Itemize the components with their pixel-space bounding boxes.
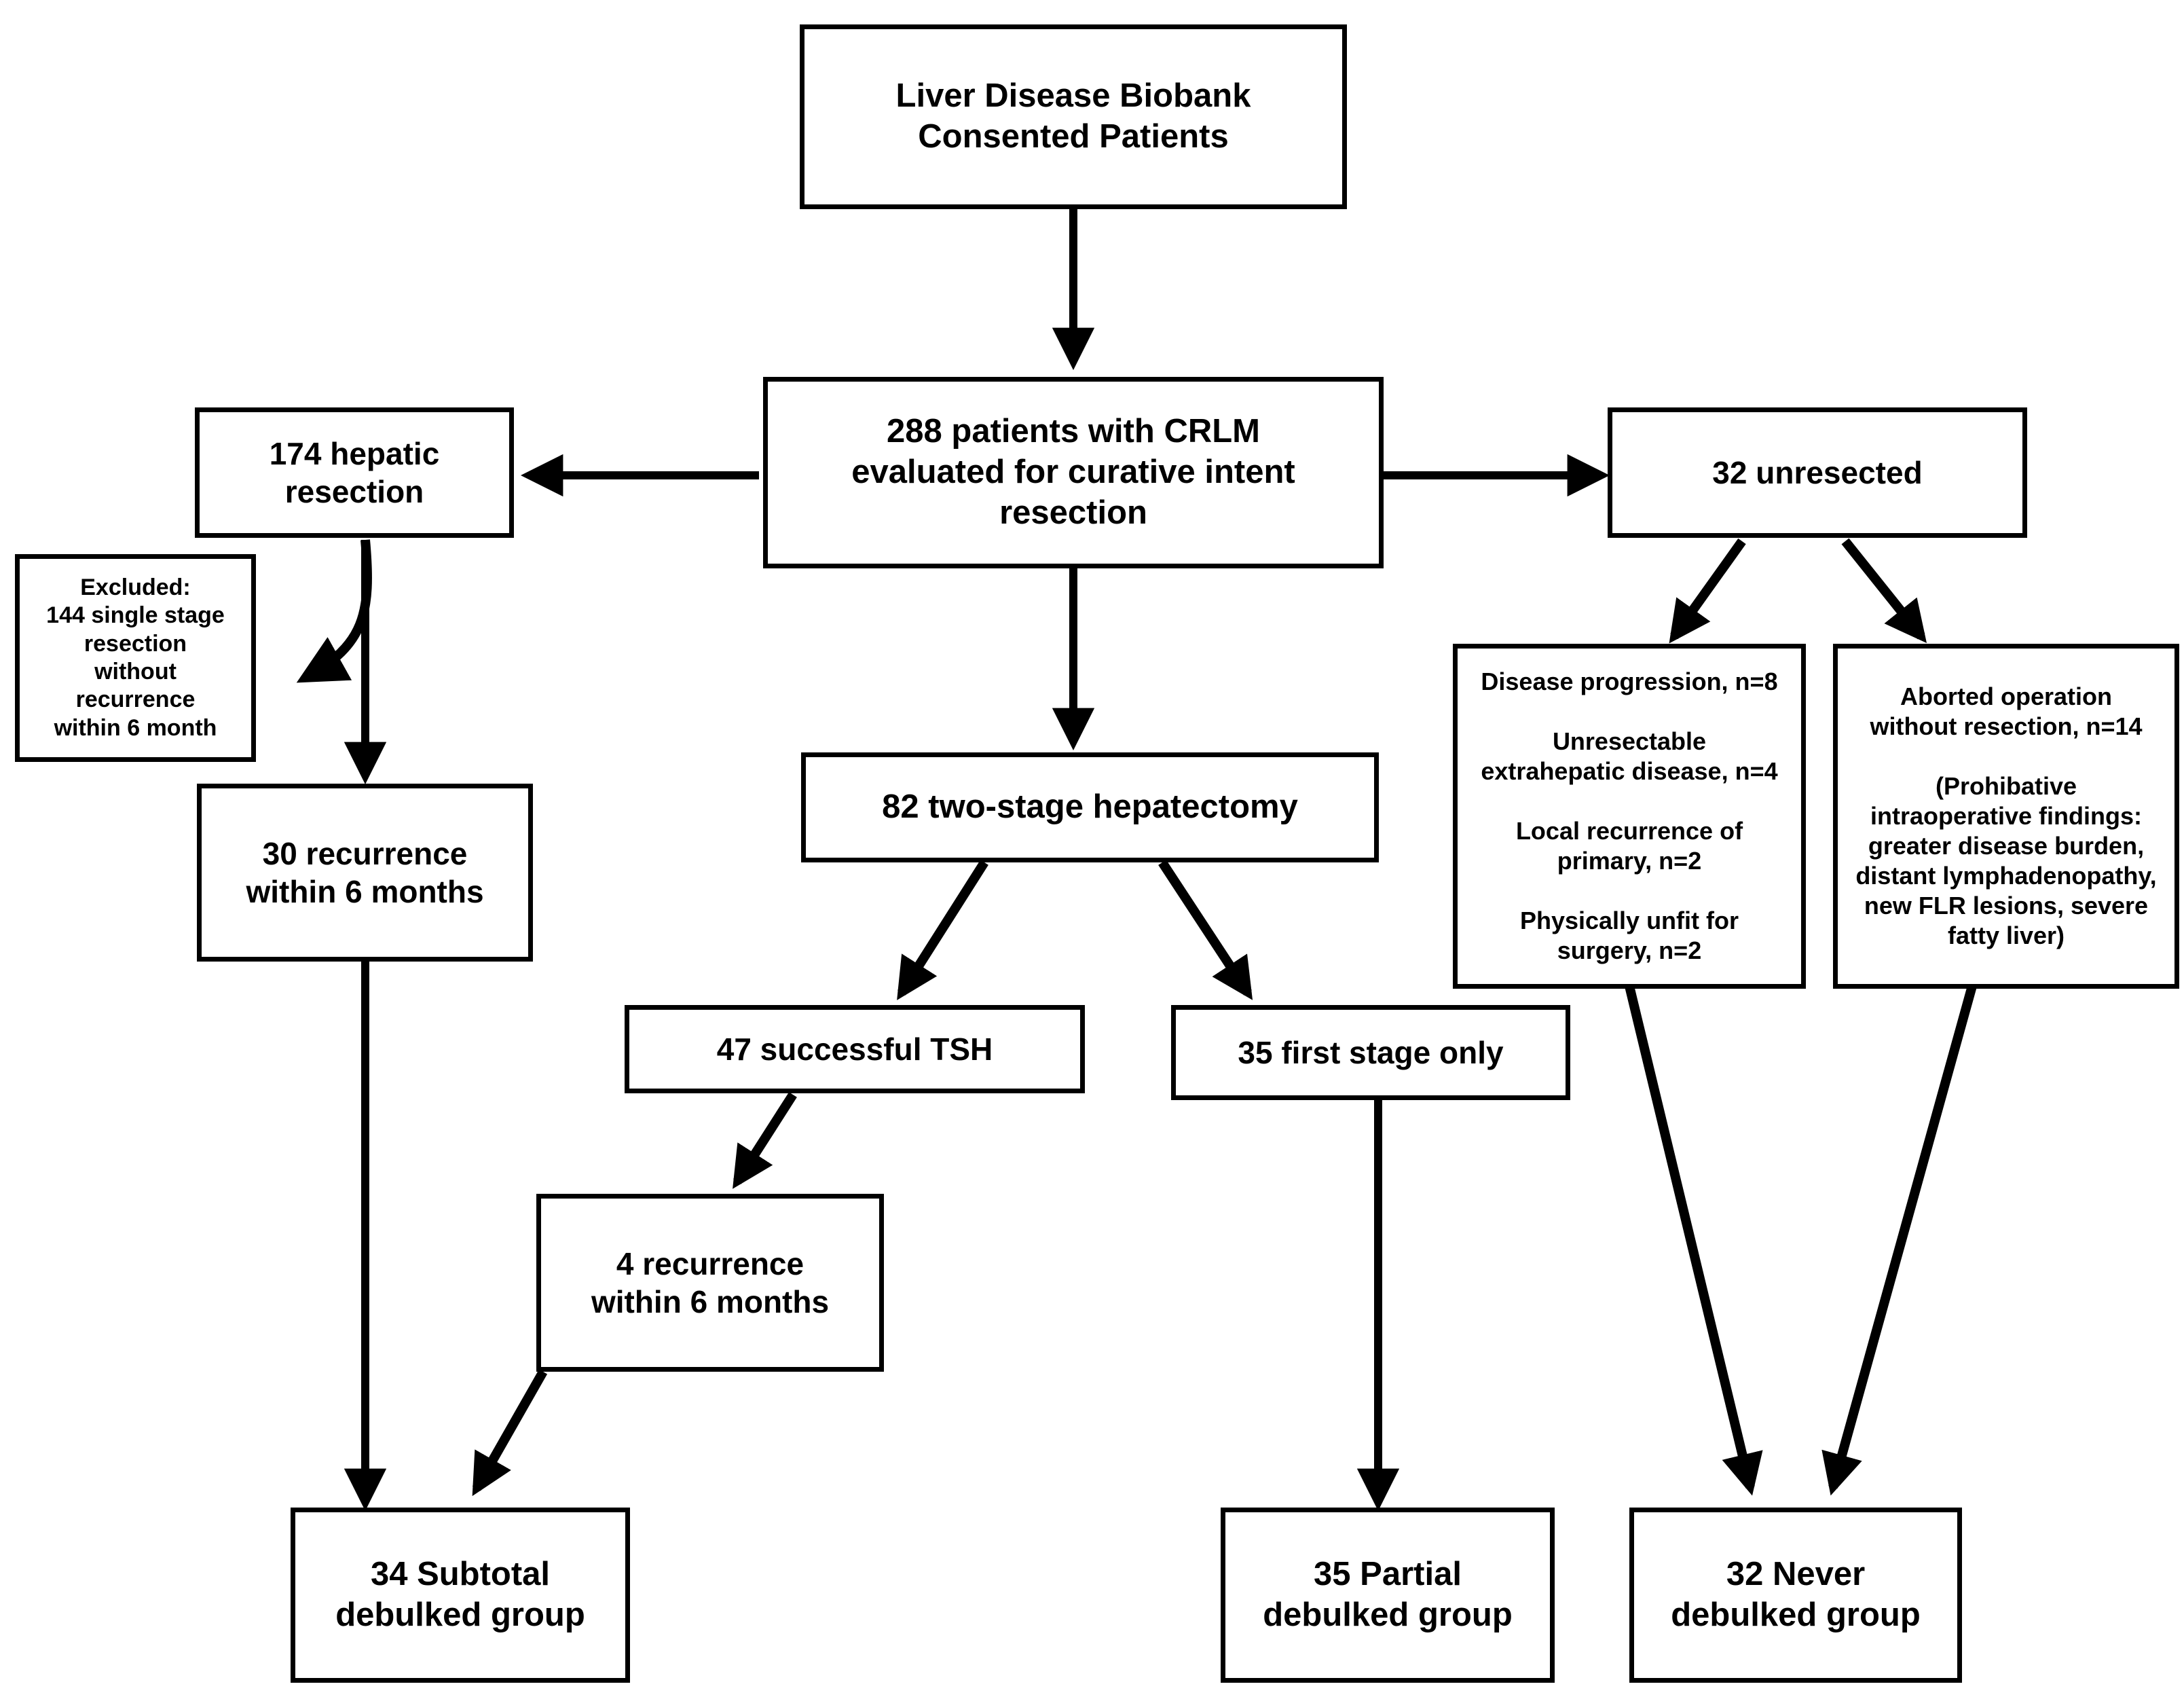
node-biobank[interactable]: Liver Disease Biobank Consented Patients xyxy=(800,24,1347,209)
edge-tsh47-recur4 xyxy=(733,1092,797,1189)
node-successful-tsh[interactable]: 47 successful TSH xyxy=(625,1005,1085,1093)
node-hepatic-resection[interactable]: 174 hepatic resection xyxy=(195,407,514,538)
node-unresected-label: 32 unresected xyxy=(1712,454,1923,490)
node-never-debulked[interactable]: 32 Never debulked group xyxy=(1629,1508,1962,1683)
node-hepatic-resection-label: 174 hepatic resection xyxy=(269,435,440,509)
node-two-stage-hepatectomy-label: 82 two-stage hepatectomy xyxy=(882,788,1298,826)
edge-hepatic-excluded xyxy=(296,539,372,683)
node-excluded-label: Excluded: 144 single stage resection wit… xyxy=(46,574,225,741)
node-evaluated[interactable]: 288 patients with CRLM evaluated for cur… xyxy=(763,377,1384,568)
node-evaluated-label: 288 patients with CRLM evaluated for cur… xyxy=(851,413,1295,531)
node-aborted-operation-label: Aborted operation without resection, n=1… xyxy=(1855,682,2157,949)
node-unresected[interactable]: 32 unresected xyxy=(1608,407,2027,538)
node-unresected-reasons-label: Disease progression, n=8 Unresectable ex… xyxy=(1481,668,1778,964)
edge-reasons-never xyxy=(1625,985,1763,1496)
node-excluded[interactable]: Excluded: 144 single stage resection wit… xyxy=(15,554,256,762)
node-partial-debulked-label: 35 Partial debulked group xyxy=(1263,1556,1513,1633)
node-recurrence-30[interactable]: 30 recurrence within 6 months xyxy=(197,784,533,962)
node-first-stage-only-label: 35 first stage only xyxy=(1238,1034,1504,1070)
node-subtotal-debulked-label: 34 Subtotal debulked group xyxy=(335,1556,585,1633)
node-aborted-operation[interactable]: Aborted operation without resection, n=1… xyxy=(1833,644,2179,989)
edge-recur4-subtotal xyxy=(472,1369,548,1497)
node-unresected-reasons[interactable]: Disease progression, n=8 Unresectable ex… xyxy=(1453,644,1806,989)
node-never-debulked-label: 32 Never debulked group xyxy=(1671,1556,1921,1633)
node-successful-tsh-label: 47 successful TSH xyxy=(716,1031,993,1067)
node-biobank-label: Liver Disease Biobank Consented Patients xyxy=(895,77,1251,155)
edge-unresected-aborted xyxy=(1841,538,1927,644)
edge-unresected-reasons xyxy=(1669,538,1746,644)
edge-twostage-tsh47 xyxy=(897,860,988,1000)
edge-twostage-firststage xyxy=(1158,860,1253,1000)
node-recurrence-4[interactable]: 4 recurrence within 6 months xyxy=(536,1194,884,1372)
node-first-stage-only[interactable]: 35 first stage only xyxy=(1171,1005,1570,1100)
node-two-stage-hepatectomy[interactable]: 82 two-stage hepatectomy xyxy=(801,752,1379,862)
node-subtotal-debulked[interactable]: 34 Subtotal debulked group xyxy=(291,1508,630,1683)
edge-aborted-never xyxy=(1821,985,1977,1496)
node-recurrence-30-label: 30 recurrence within 6 months xyxy=(246,835,484,909)
node-partial-debulked[interactable]: 35 Partial debulked group xyxy=(1221,1508,1555,1683)
node-recurrence-4-label: 4 recurrence within 6 months xyxy=(591,1245,830,1319)
